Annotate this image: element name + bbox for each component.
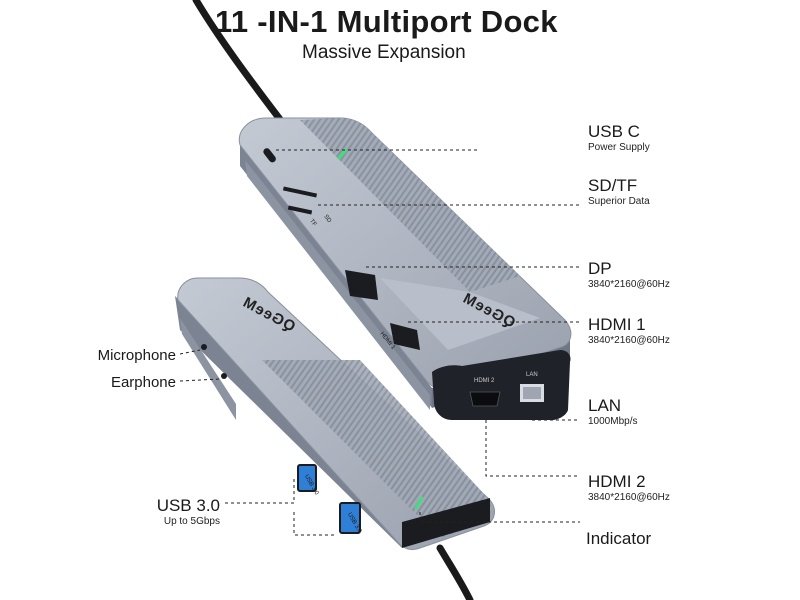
leader-hdmi2 (485, 408, 580, 477)
label-microphone: Microphone (97, 347, 176, 364)
leader-lan (529, 404, 580, 421)
bottom-dock (175, 277, 496, 551)
label-dp: DP 3840*2160@60Hz (588, 259, 670, 290)
port-mark-hdmi2: HDMI 2 (474, 378, 495, 384)
leader-usb2 (293, 512, 334, 536)
port-mark-lan: LAN (526, 372, 538, 378)
label-sd-tf: SD/TF Superior Data (588, 176, 650, 207)
leader-lines (179, 149, 580, 536)
label-indicator: Indicator (586, 529, 652, 548)
page-title: 11 -IN-1 Multiport Dock (215, 4, 558, 39)
label-usb-3: USB 3.0 Up to 5Gbps (156, 496, 220, 527)
page-subtitle: Massive Expansion (302, 42, 466, 63)
label-hdmi-1: HDMI 1 3840*2160@60Hz (588, 315, 670, 346)
label-usb-c: USB C Power Supply (588, 122, 650, 153)
label-hdmi-2: HDMI 2 3840*2160@60Hz (588, 472, 670, 503)
top-cable (192, 0, 286, 126)
label-lan: LAN 1000Mbp/s (588, 396, 638, 427)
leader-earphone (179, 378, 221, 382)
label-earphone: Earphone (110, 374, 176, 391)
bottom-cable (436, 544, 474, 600)
leader-indicator (419, 512, 580, 523)
leader-usb (225, 478, 295, 504)
